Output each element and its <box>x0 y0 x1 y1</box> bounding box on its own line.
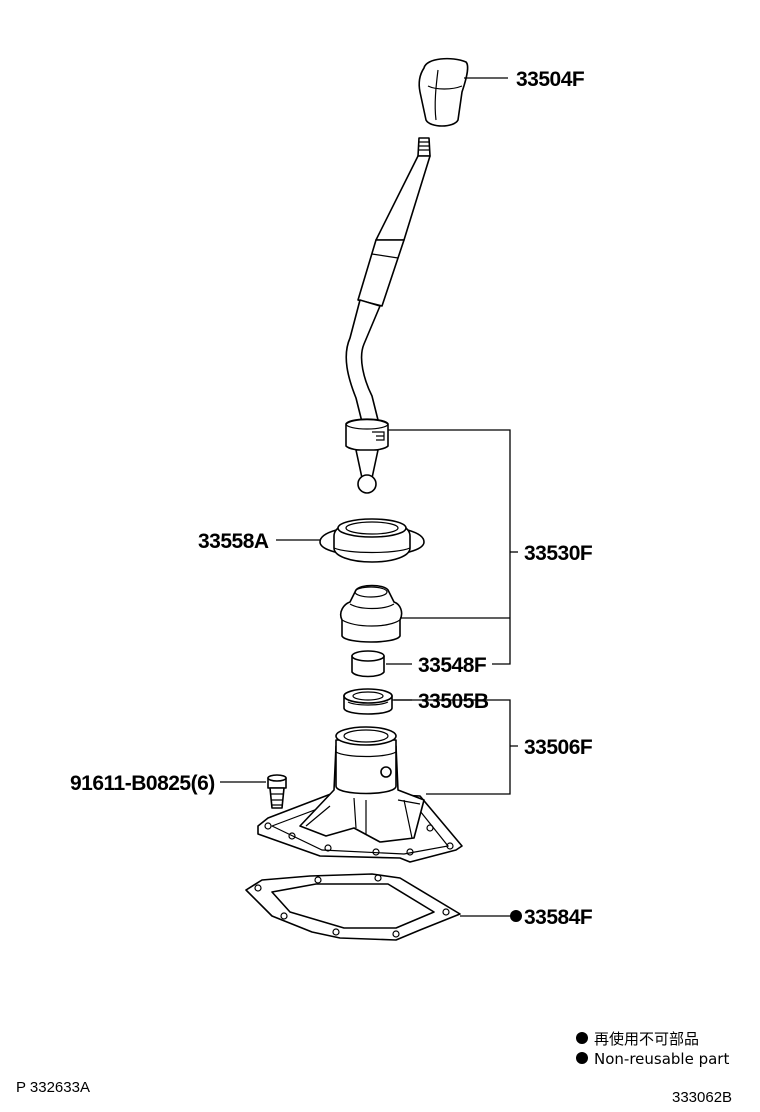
legend-marker-jp <box>576 1032 588 1044</box>
label-33558A[interactable]: 33558A <box>198 530 269 553</box>
seal-33505B[interactable] <box>343 688 393 715</box>
retainer-33558A[interactable] <box>319 518 425 563</box>
legend-en: Non-reusable part <box>594 1050 729 1068</box>
shift-lever[interactable] <box>345 137 431 494</box>
bushing-33548F[interactable] <box>351 650 385 678</box>
legend-marker-en <box>576 1052 588 1064</box>
shift-knob[interactable] <box>418 57 469 127</box>
footer-right-code: 333062B <box>672 1089 732 1106</box>
shift-boot[interactable] <box>339 584 403 643</box>
legend-jp: 再使用不可部品 <box>594 1030 699 1048</box>
label-91611-B0825[interactable]: 91611-B0825(6) <box>70 772 215 795</box>
non-reusable-marker-33584F <box>510 910 522 922</box>
bracket-33530F <box>388 429 511 665</box>
housing-33506F[interactable] <box>257 726 463 863</box>
label-33506F[interactable]: 33506F <box>524 736 593 759</box>
bracket-33506F <box>392 699 518 795</box>
footer-left-code: P 332633A <box>16 1079 90 1096</box>
label-33584F[interactable]: 33584F <box>524 906 593 929</box>
label-33505B[interactable]: 33505B <box>418 690 489 713</box>
label-33504F[interactable]: 33504F <box>516 68 585 91</box>
label-33530F[interactable]: 33530F <box>524 542 593 565</box>
bolt-91611-B0825[interactable] <box>267 774 287 809</box>
label-33548F[interactable]: 33548F <box>418 654 487 677</box>
gasket-33584F[interactable] <box>245 873 461 941</box>
